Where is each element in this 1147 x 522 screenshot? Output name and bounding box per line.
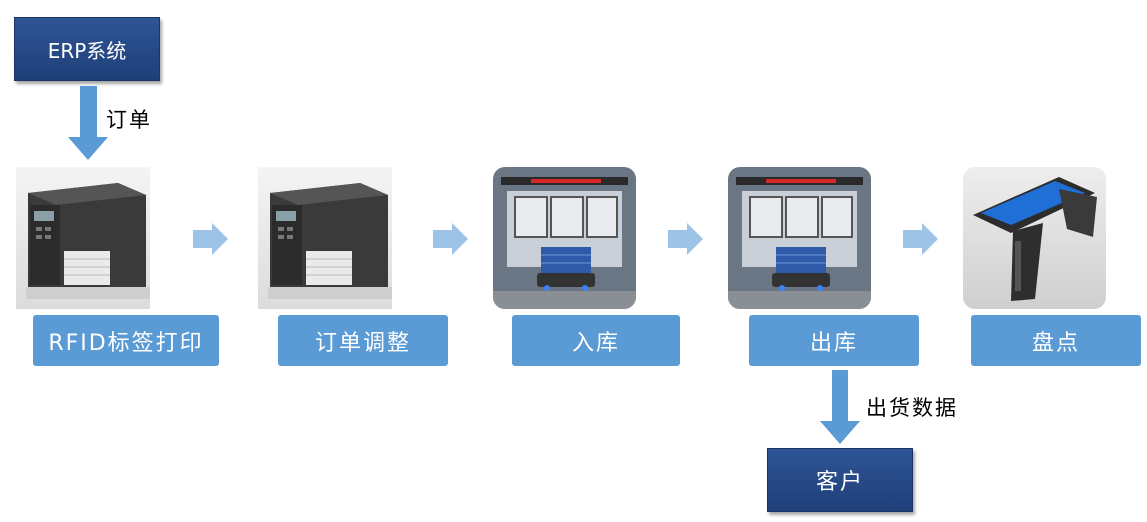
- printer-icon: [16, 167, 150, 309]
- step-inventory-check-label: 盘点: [1031, 330, 1080, 356]
- printer-icon: [258, 167, 392, 309]
- shipment-data-edge-label: 出货数据: [866, 396, 958, 420]
- step-rfid-label-printing-label: RFID标签打印: [48, 330, 204, 356]
- right-arrow-4: [903, 223, 938, 255]
- customer-label: 客户: [815, 470, 864, 495]
- step-inventory-check: 盘点: [971, 315, 1141, 366]
- warehouse-icon: [493, 167, 636, 309]
- order-edge-label: 订单: [106, 108, 152, 132]
- printer-photo-2: [258, 167, 392, 309]
- right-arrow-3: [668, 223, 703, 255]
- step-order-adjustment: 订单调整: [278, 315, 448, 366]
- step-rfid-label-printing: RFID标签打印: [33, 315, 219, 366]
- down-arrow-erp-to-print: [68, 86, 108, 160]
- erp-system-node: ERP系统: [14, 17, 160, 81]
- step-inbound-label: 入库: [571, 330, 620, 356]
- right-arrow-1: [193, 223, 228, 255]
- printer-photo: [16, 167, 150, 309]
- step-order-adjustment-label: 订单调整: [314, 330, 411, 356]
- warehouse-inbound-photo: [493, 167, 636, 309]
- warehouse-icon: [728, 167, 871, 309]
- erp-system-label: ERP系统: [47, 38, 127, 63]
- down-arrow-outbound-to-customer: [820, 370, 860, 444]
- right-arrow-2: [433, 223, 468, 255]
- step-outbound: 出库: [749, 315, 919, 366]
- warehouse-outbound-photo: [728, 167, 871, 309]
- handheld-rfid-reader-photo: [963, 167, 1106, 309]
- handheld-reader-icon: [963, 167, 1106, 309]
- step-inbound: 入库: [512, 315, 680, 366]
- customer-node: 客户: [767, 448, 913, 512]
- step-outbound-label: 出库: [809, 330, 858, 356]
